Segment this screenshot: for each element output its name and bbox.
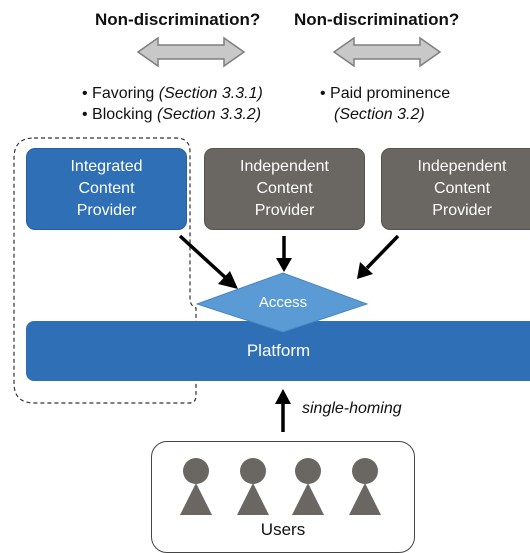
- bullet-blocking-text: Blocking: [92, 106, 157, 123]
- independent2-label-line-1: Independent: [417, 158, 507, 175]
- double-arrow-left: [136, 36, 246, 68]
- independent-content-provider-2: Independent Content Provider: [381, 148, 530, 230]
- bullet-paid-prominence-ref: (Section 3.2): [334, 106, 425, 123]
- access-label: Access: [258, 294, 308, 311]
- bullet-favoring-text: Favoring: [92, 85, 159, 102]
- arrow-independent2-to-access: [357, 234, 400, 279]
- bullet-favoring-ref: (Section 3.3.1): [158, 85, 263, 102]
- bullet-blocking: • Blocking (Section 3.3.2): [82, 106, 262, 123]
- users-label: Users: [260, 520, 306, 539]
- arrow-users-to-platform: [275, 389, 291, 432]
- integrated-label-line-2: Content: [78, 180, 135, 197]
- platform-bar: Platform: [26, 321, 530, 381]
- bullet-blocking-ref: (Section 3.3.2): [156, 106, 262, 123]
- heading-left: Non-discrimination?: [95, 10, 261, 29]
- independent1-label-line-1: Independent: [240, 158, 329, 175]
- bullet-paid-prominence-text: Paid prominence: [330, 85, 451, 102]
- independent1-label-line-2: Content: [256, 180, 313, 197]
- double-arrow-right: [332, 36, 442, 68]
- integrated-content-provider: Integrated Content Provider: [26, 148, 187, 230]
- arrow-integrated-to-access: [178, 234, 238, 289]
- platform-label: Platform: [246, 341, 311, 360]
- bullet-paid-prominence: • Paid prominence: [320, 85, 451, 102]
- heading-right: Non-discrimination?: [294, 10, 460, 29]
- bullet-paid-prominence-ref-line: (Section 3.2): [334, 106, 425, 124]
- independent1-label-line-3: Provider: [254, 202, 315, 219]
- integrated-label-line-1: Integrated: [70, 158, 143, 175]
- independent-content-provider-1: Independent Content Provider: [204, 148, 365, 230]
- single-homing-label: single-homing: [302, 400, 402, 417]
- bullet-favoring: • Favoring (Section 3.3.1): [82, 85, 263, 102]
- integrated-label-line-3: Provider: [76, 202, 137, 219]
- independent2-label-line-2: Content: [433, 180, 491, 197]
- arrow-independent1-to-access: [276, 236, 292, 272]
- independent2-label-line-3: Provider: [432, 202, 492, 219]
- integration-boundary: [13, 137, 197, 404]
- users-box: Users: [151, 441, 415, 553]
